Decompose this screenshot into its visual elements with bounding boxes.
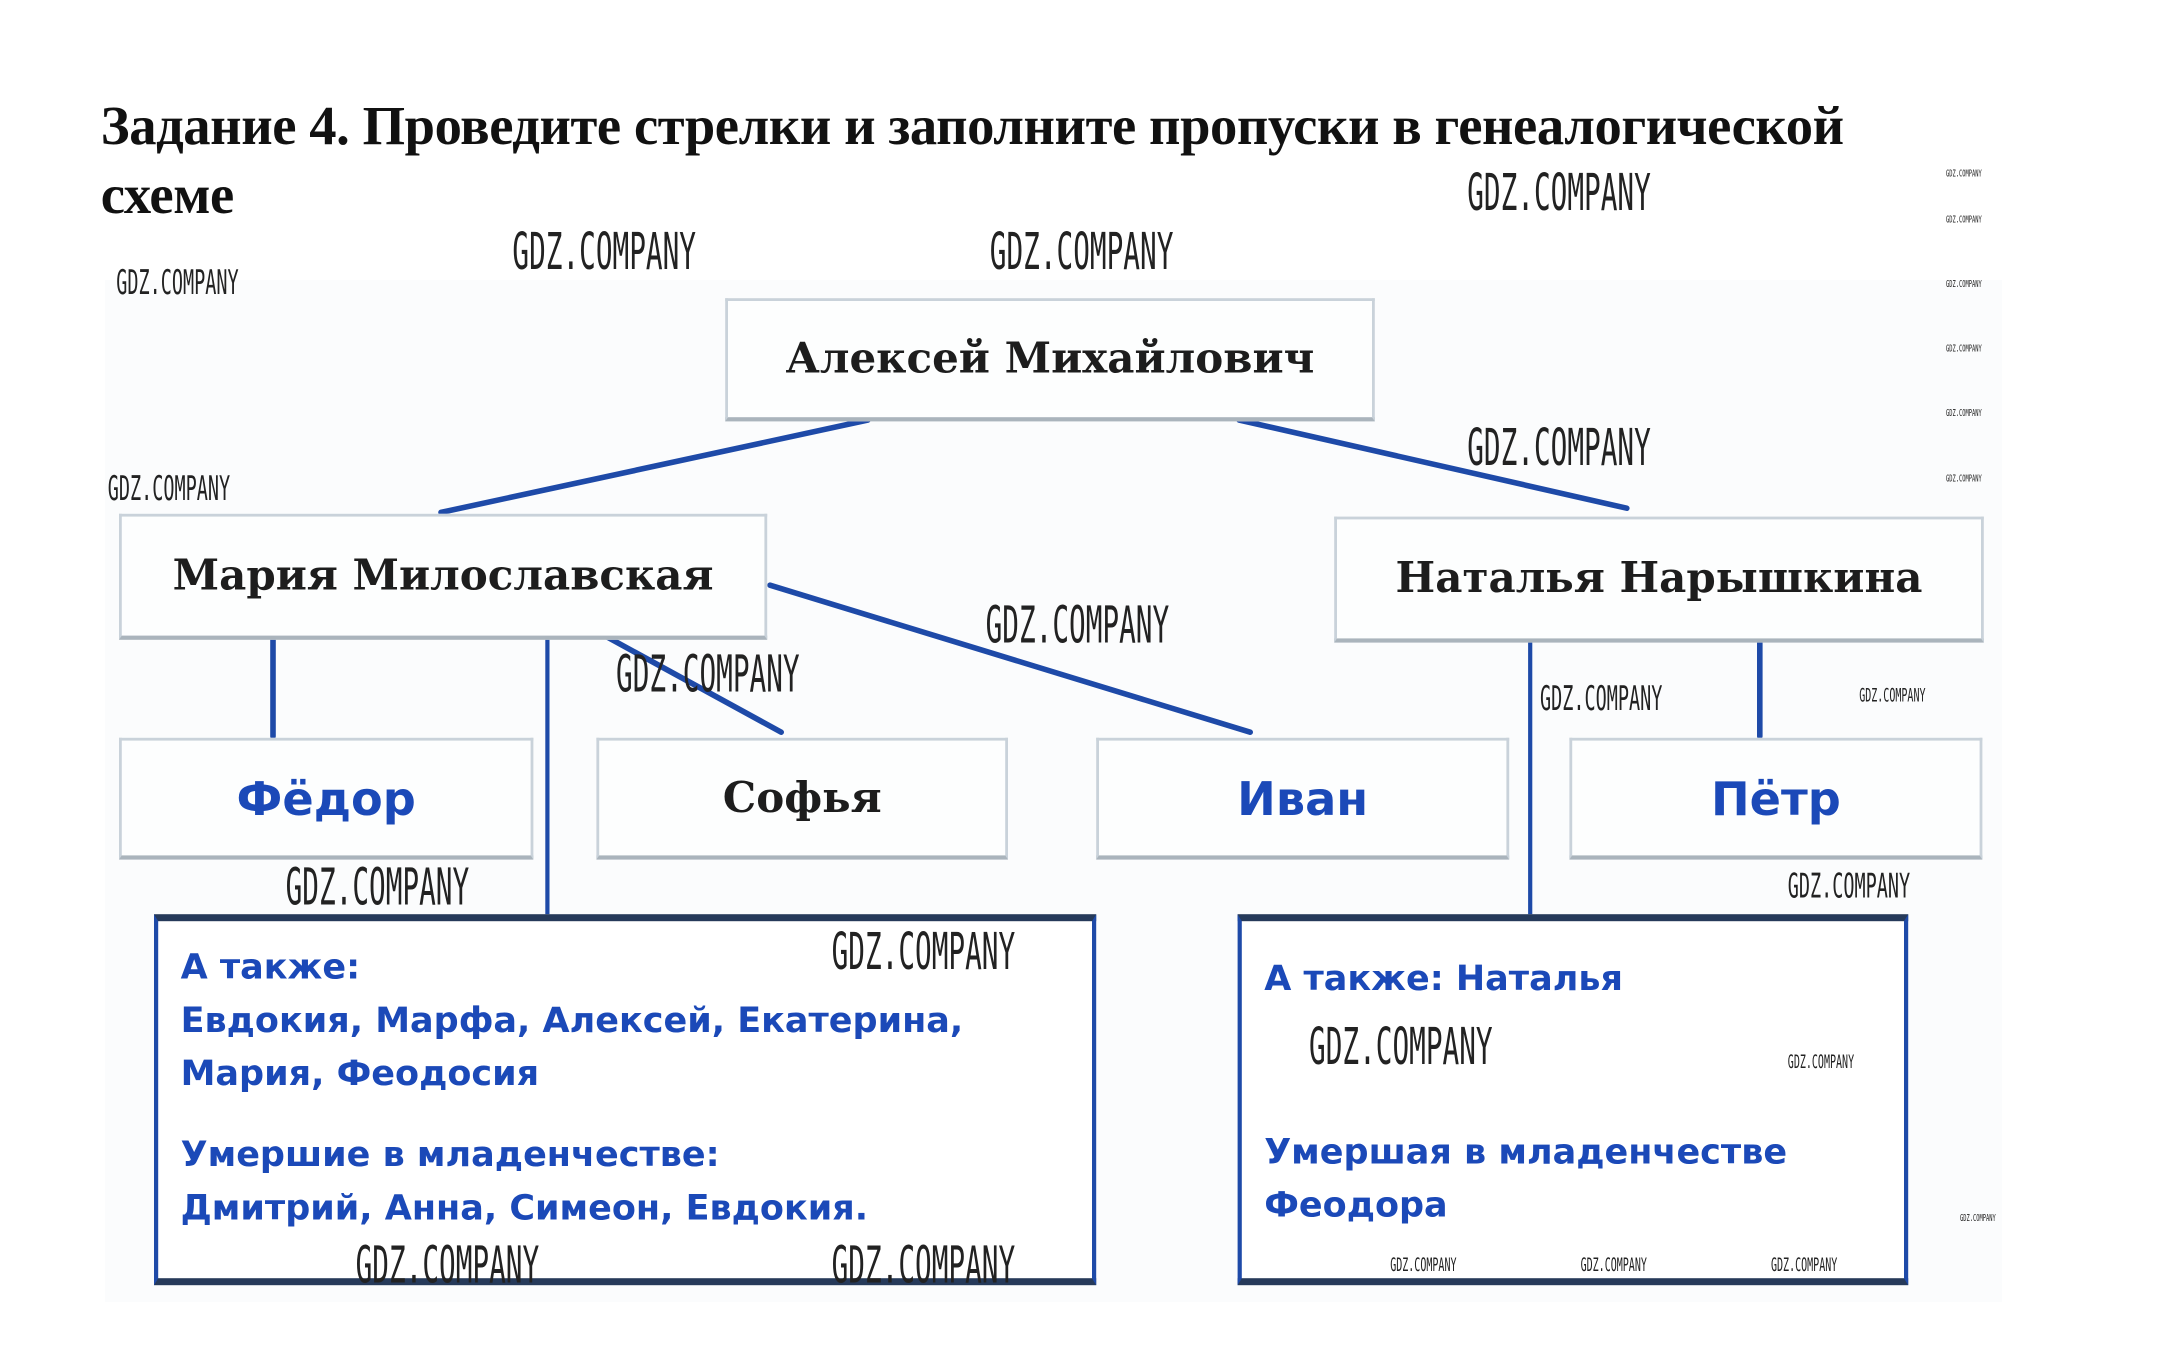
right-also: А также: Наталья	[1264, 957, 1623, 999]
watermark: GDZ.COMPANY	[1540, 679, 1663, 719]
node-maria-miloslavskaya: Мария Милославская	[119, 513, 768, 640]
left-died-label: Умершие в младенчестве:	[180, 1134, 720, 1175]
watermark: GDZ.COMPANY	[1580, 1255, 1647, 1277]
watermark: GDZ.COMPANY	[1390, 1255, 1457, 1277]
watermark: GDZ.COMPANY	[116, 263, 239, 303]
left-died-names: Дмитрий, Анна, Симеон, Евдокия.	[180, 1187, 869, 1228]
watermark: GDZ.COMPANY	[285, 859, 470, 917]
watermark: GDZ.COMPANY	[1946, 343, 1982, 355]
node-natalya-naryshkina: Наталья Нарышкина	[1334, 516, 1984, 643]
watermark: GDZ.COMPANY	[512, 224, 696, 282]
left-also-line2: Мария, Феодосия	[180, 1052, 540, 1094]
watermark: GDZ.COMPANY	[1946, 214, 1982, 226]
node-ivan: Иван	[1096, 737, 1510, 860]
watermark: GDZ.COMPANY	[355, 1237, 540, 1295]
task-title: Задание 4. Проведите стрелки и заполните…	[100, 96, 1844, 157]
left-children-box: А также: Евдокия, Марфа, Алексей, Екатер…	[154, 914, 1097, 1286]
node-sofya: Софья	[596, 737, 1008, 860]
watermark: GDZ.COMPANY	[1859, 686, 1926, 707]
left-also-line1: Евдокия, Марфа, Алексей, Екатерина,	[180, 999, 964, 1041]
watermark: GDZ.COMPANY	[1946, 168, 1982, 180]
node-petr: Пётр	[1569, 737, 1983, 860]
left-also-label: А также:	[180, 946, 361, 987]
watermark: GDZ.COMPANY	[107, 469, 231, 509]
task-title-continued: схеме	[100, 165, 234, 226]
right-children-box: А также: Наталья Умершая в младенчестве …	[1237, 914, 1909, 1286]
watermark: GDZ.COMPANY	[1946, 278, 1982, 290]
node-aleksey-mikhailovich: Алексей Михайлович	[725, 298, 1375, 422]
watermark: GDZ.COMPANY	[985, 597, 1170, 656]
watermark: GDZ.COMPANY	[1467, 165, 1651, 223]
watermark: GDZ.COMPANY	[1946, 407, 1982, 419]
watermark: GDZ.COMPANY	[616, 646, 800, 705]
watermark: GDZ.COMPANY	[1787, 866, 1911, 906]
watermark: GDZ.COMPANY	[989, 224, 1174, 282]
watermark: GDZ.COMPANY	[1467, 420, 1651, 478]
watermark: GDZ.COMPANY	[1787, 1052, 1855, 1074]
watermark: GDZ.COMPANY	[1946, 473, 1982, 485]
watermark: GDZ.COMPANY	[831, 924, 1016, 982]
watermark: GDZ.COMPANY	[1960, 1212, 1996, 1224]
right-died-label: Умершая в младенчестве	[1264, 1131, 1788, 1172]
watermark: GDZ.COMPANY	[831, 1237, 1016, 1295]
watermark: GDZ.COMPANY	[1309, 1019, 1493, 1077]
right-died-names: Феодора	[1264, 1184, 1448, 1225]
node-fedor: Фёдор	[119, 737, 534, 860]
watermark: GDZ.COMPANY	[1771, 1255, 1838, 1277]
